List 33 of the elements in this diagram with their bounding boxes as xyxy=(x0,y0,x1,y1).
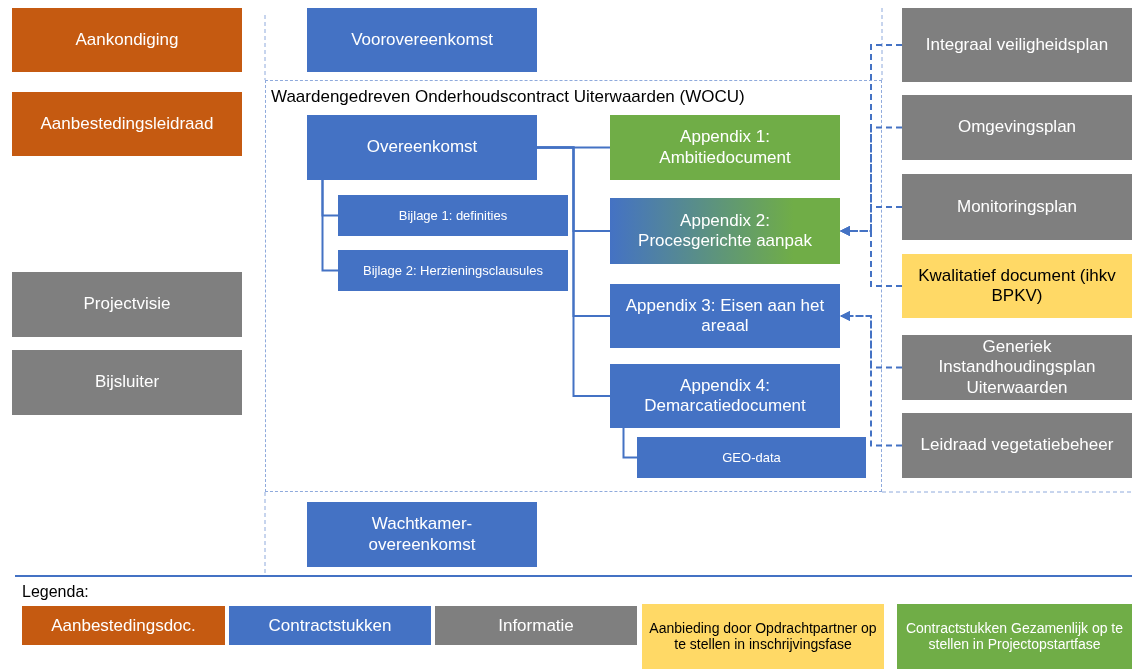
connector-line xyxy=(321,179,339,272)
contract-document-box: Appendix 4: Demarcatiedocument xyxy=(610,364,840,428)
contract-region xyxy=(265,80,882,492)
legend-swatch: Informatie xyxy=(435,606,637,645)
legend-swatch: Contractstukken Gezamenlijk op te stellen in Projectopstartfase xyxy=(897,604,1132,669)
information-box: Omgevingsplan xyxy=(902,95,1132,160)
annex-box: Bijlage 1: definities xyxy=(338,195,568,236)
joint-document-box: Appendix 1: Ambitiedocument xyxy=(610,115,840,180)
legend-title: Legenda: xyxy=(22,583,89,601)
offer-document-box: Kwalitatief document (ihkv BPKV) xyxy=(902,254,1132,318)
annex-box: Bijlage 2: Herzieningsclausules xyxy=(338,250,568,291)
connector-line xyxy=(622,427,638,459)
information-box: Generiek Instandhoudingsplan Uiterwaarden xyxy=(902,335,1132,400)
contract-document-box: Overeenkomst xyxy=(307,115,537,180)
tender-document-box: Aanbestedingsleidraad xyxy=(12,92,242,156)
region-title: Waardengedreven Onderhoudscontract Uiterwaarden (WOCU) xyxy=(271,87,745,107)
contract-document-box: Wachtkamer-overeenkomst xyxy=(307,502,537,567)
legend-swatch: Contractstukken xyxy=(229,606,431,645)
legend-swatch: Aanbieding door Opdrachtpartner op te stellen in inschrijvingsfase xyxy=(642,604,884,669)
information-box: Leidraad vegetatiebeheer xyxy=(902,413,1132,478)
contract-document-box: Voorovereenkomst xyxy=(307,8,537,72)
contract-document-box: Appendix 3: Eisen aan het areaal xyxy=(610,284,840,348)
arrow xyxy=(840,311,903,447)
contract-document-box: Appendix 2: Procesgerichte aanpak xyxy=(610,198,840,264)
arrow xyxy=(840,226,903,287)
connector-line xyxy=(536,146,611,397)
information-box: Monitoringsplan xyxy=(902,174,1132,240)
information-box: Integraal veiligheidsplan xyxy=(902,8,1132,82)
information-box: Projectvisie xyxy=(12,272,242,337)
information-box: Bijsluiter xyxy=(12,350,242,415)
tender-document-box: Aankondiging xyxy=(12,8,242,72)
annex-box: GEO-data xyxy=(637,437,866,478)
legend-swatch: Aanbestedingsdoc. xyxy=(22,606,225,645)
